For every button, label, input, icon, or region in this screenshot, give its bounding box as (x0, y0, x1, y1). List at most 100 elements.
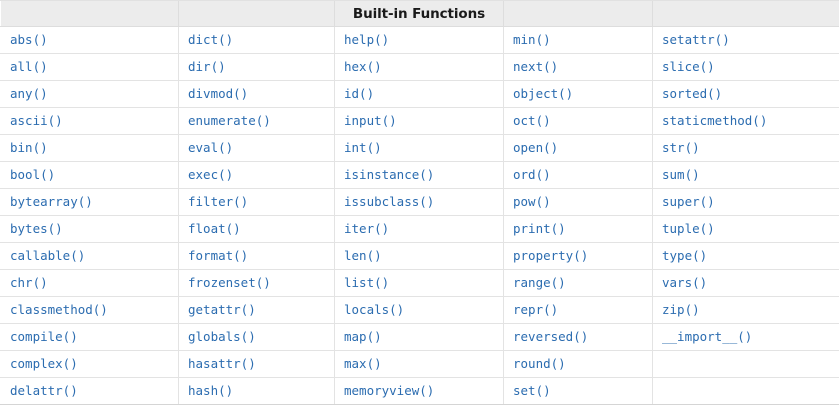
table-title: Built-in Functions (334, 0, 504, 27)
table-cell: str() (652, 134, 839, 162)
table-cell: sum() (652, 161, 839, 189)
builtin-function-link[interactable]: pow() (513, 194, 551, 209)
builtin-function-link[interactable]: repr() (513, 302, 559, 317)
table-cell: len() (334, 242, 504, 270)
builtin-function-link[interactable]: bytes() (10, 221, 63, 236)
builtin-function-link[interactable]: max() (344, 356, 382, 371)
builtin-function-link[interactable]: str() (662, 140, 700, 155)
table-cell: compile() (0, 323, 179, 351)
builtin-function-link[interactable]: complex() (10, 356, 78, 371)
builtin-function-link[interactable]: range() (513, 275, 566, 290)
builtin-function-link[interactable]: int() (344, 140, 382, 155)
builtin-function-link[interactable]: sorted() (662, 86, 723, 101)
builtin-function-link[interactable]: id() (344, 86, 375, 101)
builtin-function-link[interactable]: set() (513, 383, 551, 398)
builtin-function-link[interactable]: slice() (662, 59, 715, 74)
builtin-function-link[interactable]: __import__() (662, 329, 753, 344)
builtin-function-link[interactable]: issubclass() (344, 194, 435, 209)
table-cell: round() (503, 350, 653, 378)
builtin-function-link[interactable]: callable() (10, 248, 86, 263)
builtin-function-link[interactable]: abs() (10, 32, 48, 47)
builtin-function-link[interactable]: ascii() (10, 113, 63, 128)
table-cell: repr() (503, 296, 653, 324)
table-row: bytes() float() iter() print() tuple() (0, 215, 839, 243)
builtin-function-link[interactable]: iter() (344, 221, 390, 236)
builtin-function-link[interactable]: frozenset() (188, 275, 271, 290)
builtin-function-link[interactable]: classmethod() (10, 302, 108, 317)
builtin-functions-table: Built-in Functions abs() dict() help() min(… (0, 0, 839, 405)
builtin-function-link[interactable]: hasattr() (188, 356, 256, 371)
builtin-function-link[interactable]: delattr() (10, 383, 78, 398)
builtin-function-link[interactable]: hex() (344, 59, 382, 74)
header-cell-0 (0, 0, 179, 27)
table-cell: float() (178, 215, 335, 243)
builtin-function-link[interactable]: isinstance() (344, 167, 435, 182)
table-cell: isinstance() (334, 161, 504, 189)
builtin-function-link[interactable]: exec() (188, 167, 234, 182)
table-cell: memoryview() (334, 377, 504, 405)
table-cell: enumerate() (178, 107, 335, 135)
builtin-function-link[interactable]: min() (513, 32, 551, 47)
builtin-function-link[interactable]: tuple() (662, 221, 715, 236)
builtin-function-link[interactable]: dir() (188, 59, 226, 74)
builtin-function-link[interactable]: getattr() (188, 302, 256, 317)
table-cell: next() (503, 53, 653, 81)
builtin-function-link[interactable]: object() (513, 86, 574, 101)
table-cell: zip() (652, 296, 839, 324)
table-cell: dir() (178, 53, 335, 81)
builtin-function-link[interactable]: help() (344, 32, 390, 47)
builtin-function-link[interactable]: zip() (662, 302, 700, 317)
builtin-function-link[interactable]: format() (188, 248, 249, 263)
builtin-function-link[interactable]: ord() (513, 167, 551, 182)
builtin-function-link[interactable]: float() (188, 221, 241, 236)
builtin-function-link[interactable]: vars() (662, 275, 708, 290)
builtin-function-link[interactable]: input() (344, 113, 397, 128)
table-row: classmethod() getattr() locals() repr() zip(… (0, 296, 839, 324)
builtin-function-link[interactable]: locals() (344, 302, 405, 317)
table-cell: range() (503, 269, 653, 297)
builtin-function-link[interactable]: divmod() (188, 86, 249, 101)
builtin-function-link[interactable]: any() (10, 86, 48, 101)
table-cell: max() (334, 350, 504, 378)
builtin-function-link[interactable]: reversed() (513, 329, 589, 344)
builtin-function-link[interactable]: bytearray() (10, 194, 93, 209)
table-row: abs() dict() help() min() setattr() (0, 26, 839, 54)
builtin-function-link[interactable]: memoryview() (344, 383, 435, 398)
table-header: Built-in Functions (0, 0, 839, 27)
builtin-function-link[interactable]: setattr() (662, 32, 730, 47)
builtin-function-link[interactable]: type() (662, 248, 708, 263)
builtin-function-link[interactable]: super() (662, 194, 715, 209)
builtin-function-link[interactable]: enumerate() (188, 113, 271, 128)
builtin-function-link[interactable]: chr() (10, 275, 48, 290)
table-cell: staticmethod() (652, 107, 839, 135)
table-cell: delattr() (0, 377, 179, 405)
table-cell: iter() (334, 215, 504, 243)
builtin-function-link[interactable]: hash() (188, 383, 234, 398)
builtin-function-link[interactable]: sum() (662, 167, 700, 182)
table-cell: pow() (503, 188, 653, 216)
table-row: delattr() hash() memoryview() set() (0, 377, 839, 405)
table-cell: bin() (0, 134, 179, 162)
builtin-function-link[interactable]: all() (10, 59, 48, 74)
builtin-function-link[interactable]: bool() (10, 167, 56, 182)
builtin-function-link[interactable]: filter() (188, 194, 249, 209)
builtin-function-link[interactable]: property() (513, 248, 589, 263)
builtin-function-link[interactable]: len() (344, 248, 382, 263)
builtin-function-link[interactable]: oct() (513, 113, 551, 128)
table-cell: issubclass() (334, 188, 504, 216)
builtin-function-link[interactable]: globals() (188, 329, 256, 344)
builtin-function-link[interactable]: compile() (10, 329, 78, 344)
builtin-function-link[interactable]: next() (513, 59, 559, 74)
builtin-function-link[interactable]: bin() (10, 140, 48, 155)
table-cell: object() (503, 80, 653, 108)
builtin-function-link[interactable]: eval() (188, 140, 234, 155)
builtin-function-link[interactable]: map() (344, 329, 382, 344)
builtin-function-link[interactable]: open() (513, 140, 559, 155)
builtin-function-link[interactable]: round() (513, 356, 566, 371)
table-cell: property() (503, 242, 653, 270)
builtin-function-link[interactable]: dict() (188, 32, 234, 47)
builtin-function-link[interactable]: print() (513, 221, 566, 236)
table-cell: bytearray() (0, 188, 179, 216)
builtin-function-link[interactable]: list() (344, 275, 390, 290)
builtin-function-link[interactable]: staticmethod() (662, 113, 768, 128)
